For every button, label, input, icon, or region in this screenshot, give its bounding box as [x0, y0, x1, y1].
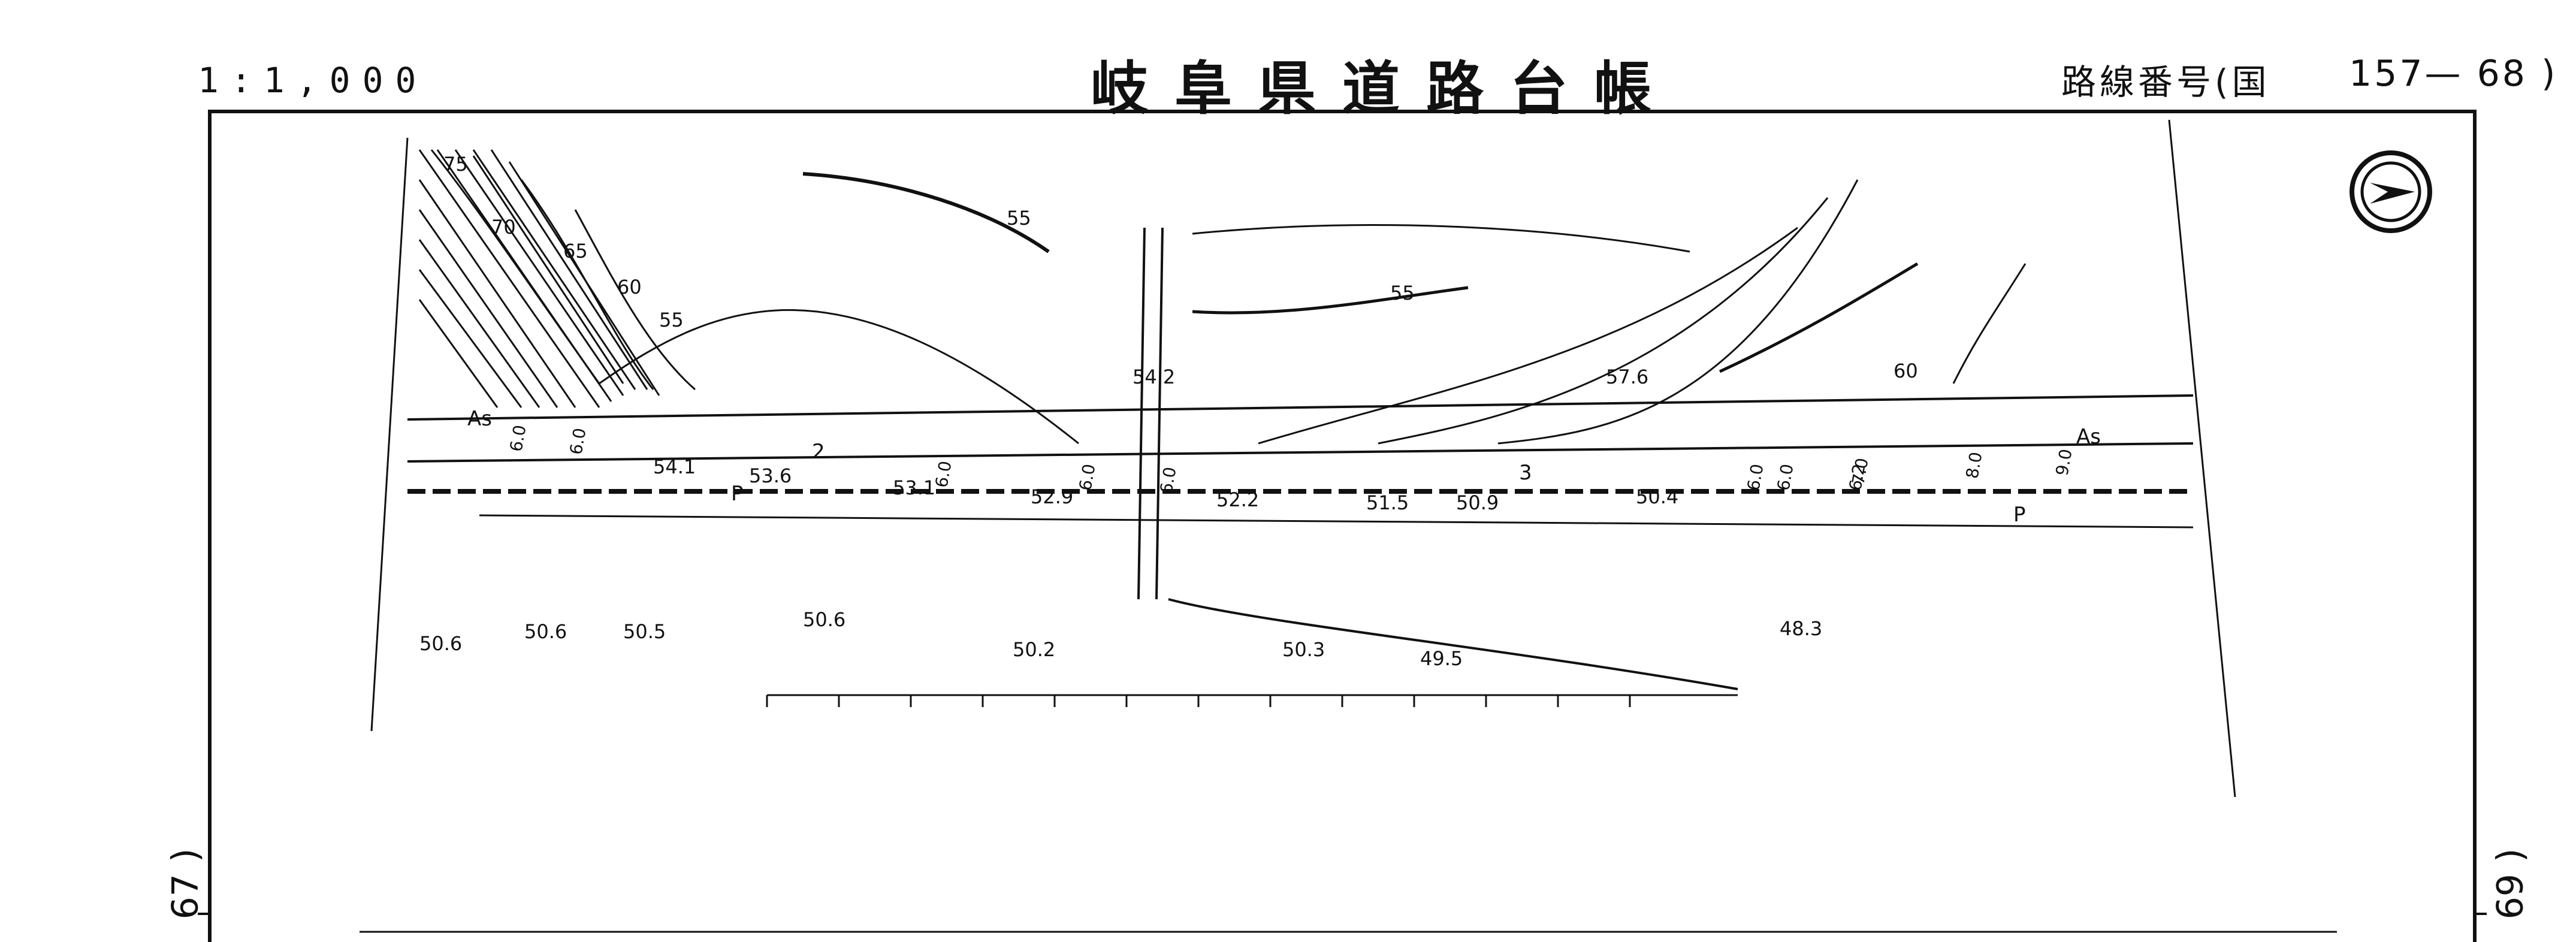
elevation: 54.1 — [653, 455, 696, 478]
road-edge — [407, 442, 2194, 463]
route-number: 157— 68 ) — [2349, 53, 2558, 95]
contour-label: 55 — [659, 309, 684, 331]
side-road — [1155, 227, 1164, 600]
elevation: 51.5 — [1366, 491, 1409, 514]
road — [407, 227, 2194, 696]
contour-label: 65 — [563, 240, 588, 262]
elevation: 50.3 — [1282, 638, 1325, 661]
section-number: 2 — [812, 440, 825, 464]
boundary-line — [370, 137, 409, 732]
road-width: 6.0 — [506, 424, 530, 454]
road-width: 6.0 — [1156, 466, 1180, 496]
embankment-marks — [766, 695, 1631, 707]
contour-label: 60 — [617, 276, 642, 298]
road-width: 6.0 — [1743, 463, 1767, 493]
road-width: 6.0 — [1075, 463, 1099, 493]
road-edge — [407, 394, 2194, 421]
elevation: 50.5 — [623, 620, 666, 643]
elevation: 52.9 — [1031, 485, 1073, 508]
contour-label: 55 — [1390, 282, 1415, 304]
elevation: 50.6 — [803, 608, 845, 631]
elevation: 57.6 — [1606, 366, 1648, 388]
map-scale: 1:1,000 — [198, 60, 428, 101]
elevation: 50.6 — [524, 620, 567, 643]
road-width: 7.0 — [1848, 457, 1872, 487]
road-width: 9.0 — [2052, 448, 2076, 478]
boundary-line — [2168, 119, 2236, 798]
elevation: 50.6 — [419, 632, 462, 655]
north-arrow-icon — [2349, 150, 2432, 233]
elevation: 54.2 — [1133, 366, 1175, 388]
contour-label: 55 — [1007, 207, 1031, 230]
road-width: 6.0 — [1773, 463, 1797, 493]
side-road — [1137, 227, 1146, 600]
road-width: 6.2 — [1845, 463, 1869, 493]
road-edge — [479, 514, 2194, 529]
road-width: 8.0 — [1962, 451, 1986, 481]
elevation: 53.1 — [893, 476, 935, 499]
road-width: 6.0 — [566, 427, 590, 457]
elevation: 50.4 — [1636, 485, 1678, 508]
surface-label: As — [2076, 425, 2101, 449]
elevation: 53.6 — [749, 464, 792, 487]
section-number: 3 — [1519, 461, 1532, 485]
road-width: 6.0 — [931, 460, 955, 490]
elevation: 49.5 — [1420, 647, 1463, 670]
contour-label: 70 — [491, 216, 516, 238]
elevation: 50.2 — [1013, 638, 1055, 661]
contour-label: 75 — [443, 153, 468, 176]
contour-label: 60 — [1894, 360, 1918, 382]
elevation: 52.2 — [1216, 488, 1259, 511]
surface-label: As — [467, 407, 492, 431]
elevation: 50.9 — [1456, 491, 1499, 514]
pole-label: P — [731, 482, 744, 506]
pole-label: P — [2013, 503, 2026, 527]
map-frame — [208, 110, 2477, 942]
contour-lines — [430, 149, 2027, 445]
route-number-label: 路線番号(国 — [2061, 62, 2270, 102]
lower-road — [1168, 598, 1738, 690]
elevation: 48.3 — [1780, 617, 1822, 640]
